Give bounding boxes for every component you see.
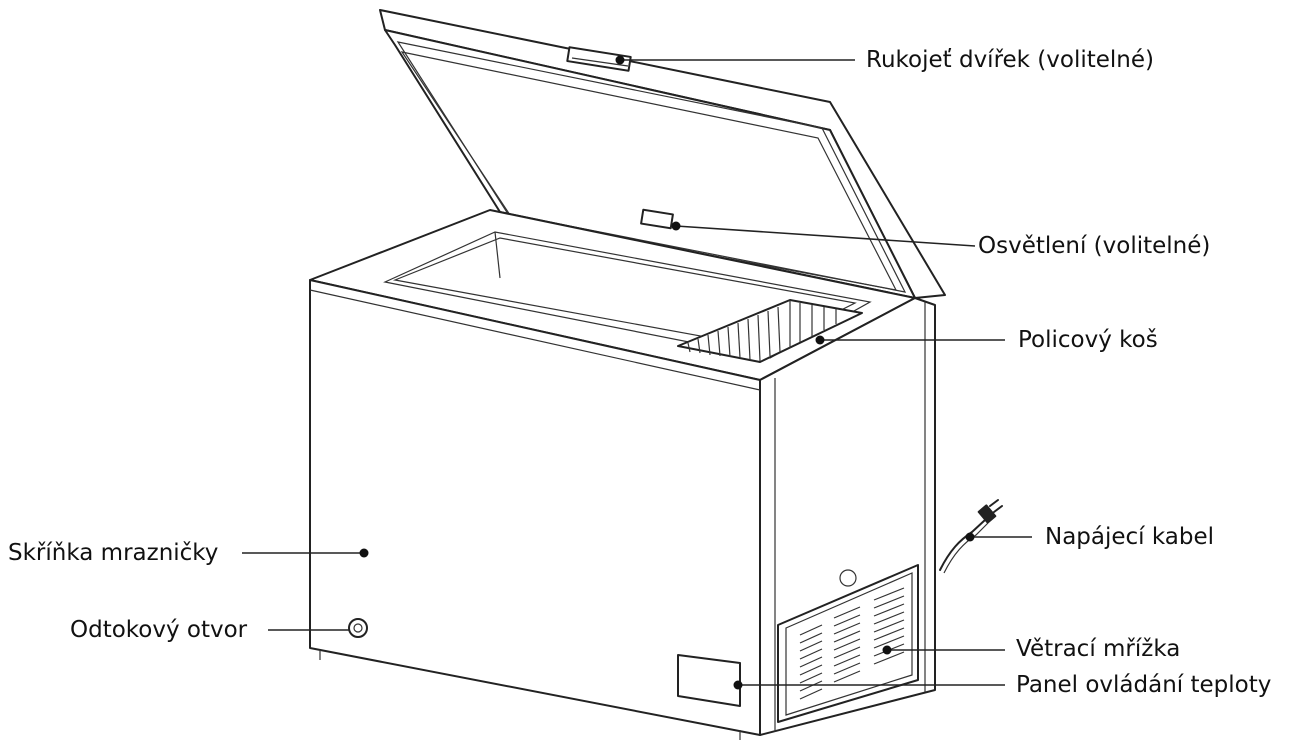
label-light: Osvětlení (volitelné) [978, 233, 1211, 259]
side-port [839, 569, 857, 587]
label-shelf-basket: Policový koš [1018, 327, 1158, 353]
shelf-basket [677, 299, 863, 363]
drain-hole [348, 618, 368, 638]
vent-grille-drawing [777, 564, 919, 723]
label-drain-hole: Odtokový otvor [70, 617, 248, 643]
label-vent-grille: Větrací mřížka [1016, 636, 1181, 662]
label-freezer-cabinet: Skříňka mrazničky [8, 540, 219, 566]
interior-light [640, 208, 674, 230]
label-power-cable: Napájecí kabel [1045, 524, 1215, 550]
label-door-handle: Rukojeť dvířek (volitelné) [866, 47, 1154, 73]
power-cable-drawing [939, 499, 1003, 574]
label-temperature-panel: Panel ovládání teploty [1016, 672, 1272, 698]
door-handle [566, 46, 632, 72]
leader-lines [242, 55, 1032, 690]
temperature-panel [677, 654, 741, 707]
